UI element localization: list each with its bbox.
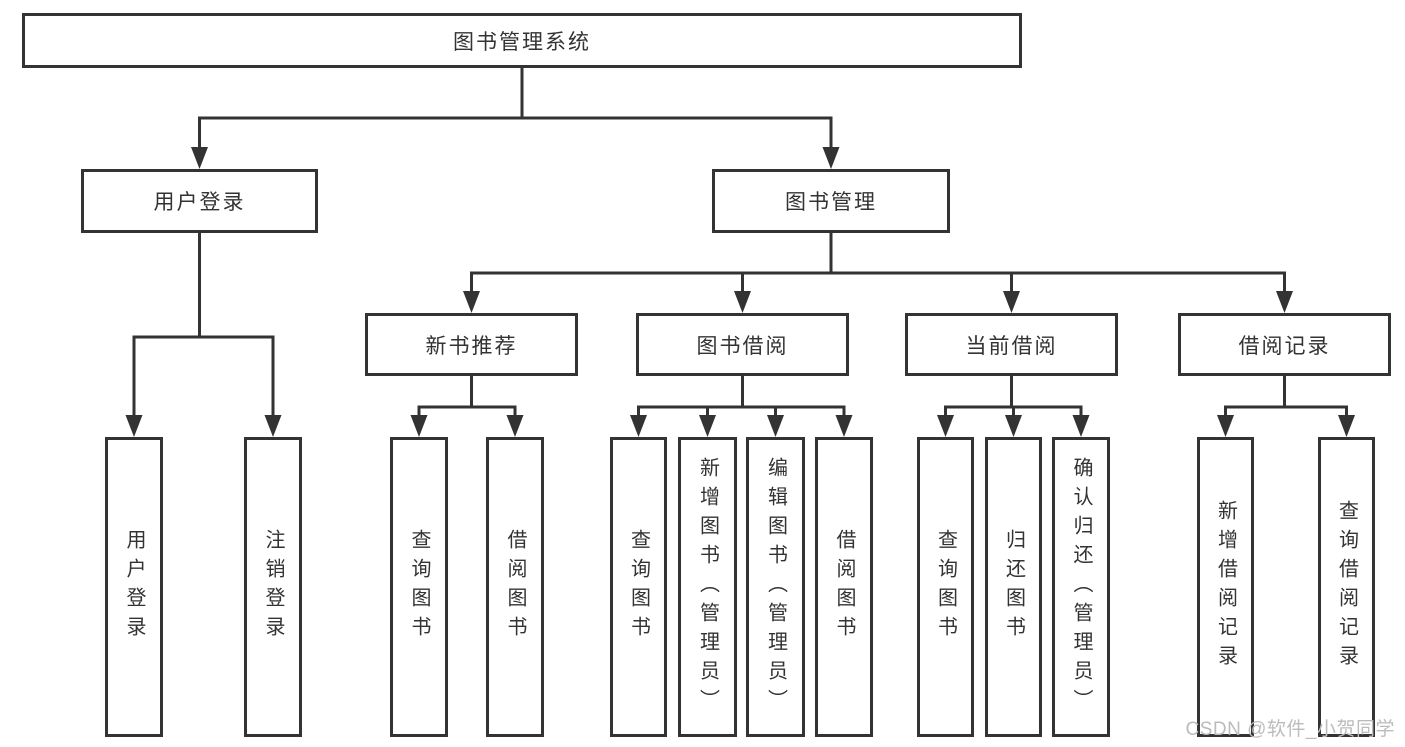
leaf-borrow-books: 借阅图书	[486, 437, 544, 737]
node-current-borrowing-label: 当前借阅	[965, 334, 1058, 358]
node-book-borrowing: 图书借阅	[636, 313, 849, 376]
leaf-query-books: 查询图书	[610, 437, 667, 737]
leaf-edit-books-admin-label: 编辑图书（管理员）	[764, 456, 787, 718]
leaf-query-books: 查询图书	[917, 437, 974, 737]
leaf-user-login: 用户登录	[105, 437, 163, 737]
leaf-borrow-books-label: 借阅图书	[833, 529, 855, 645]
node-root: 图书管理系统	[22, 13, 1022, 68]
node-book-management-label: 图书管理	[785, 191, 877, 214]
leaf-confirm-return-admin-label: 确认归还（管理员）	[1070, 456, 1092, 718]
leaf-add-books-admin-label: 新增图书（管理员）	[696, 456, 719, 718]
leaf-add-books-admin: 新增图书（管理员）	[678, 437, 737, 737]
leaf-return-books: 归还图书	[985, 437, 1042, 737]
node-root-label: 图书管理系统	[453, 30, 591, 54]
leaf-return-books-label: 归还图书	[1002, 529, 1025, 645]
leaf-confirm-return-admin: 确认归还（管理员）	[1052, 437, 1110, 737]
node-book-management: 图书管理	[712, 169, 950, 233]
leaf-query-books-label: 查询图书	[627, 529, 650, 645]
leaf-borrow-books-label: 借阅图书	[504, 529, 526, 645]
leaf-query-books: 查询图书	[390, 437, 448, 737]
leaf-borrow-books: 借阅图书	[815, 437, 873, 737]
leaf-logout-label: 注销登录	[262, 529, 284, 645]
leaf-add-borrow-record-label: 新增借阅记录	[1214, 500, 1237, 674]
node-new-book-recommendation-label: 新书推荐	[425, 334, 518, 358]
node-book-borrowing-label: 图书借阅	[696, 334, 789, 358]
node-new-book-recommendation: 新书推荐	[365, 313, 578, 376]
node-borrowing-records: 借阅记录	[1178, 313, 1391, 376]
node-current-borrowing: 当前借阅	[905, 313, 1118, 376]
node-user-login-label: 用户登录	[153, 191, 246, 214]
leaf-query-books-label: 查询图书	[934, 529, 957, 645]
watermark: CSDN @软件_小贺同学	[1185, 719, 1395, 740]
leaf-edit-books-admin: 编辑图书（管理员）	[746, 437, 805, 737]
leaf-query-books-label: 查询图书	[408, 529, 430, 645]
leaf-query-borrow-record-label: 查询借阅记录	[1335, 500, 1358, 674]
leaf-add-borrow-record: 新增借阅记录	[1197, 437, 1254, 737]
node-borrowing-records-label: 借阅记录	[1238, 334, 1331, 358]
leaf-logout: 注销登录	[244, 437, 302, 737]
node-user-login: 用户登录	[81, 169, 318, 233]
leaf-user-login-label: 用户登录	[123, 529, 145, 645]
leaf-query-borrow-record: 查询借阅记录	[1318, 437, 1375, 737]
